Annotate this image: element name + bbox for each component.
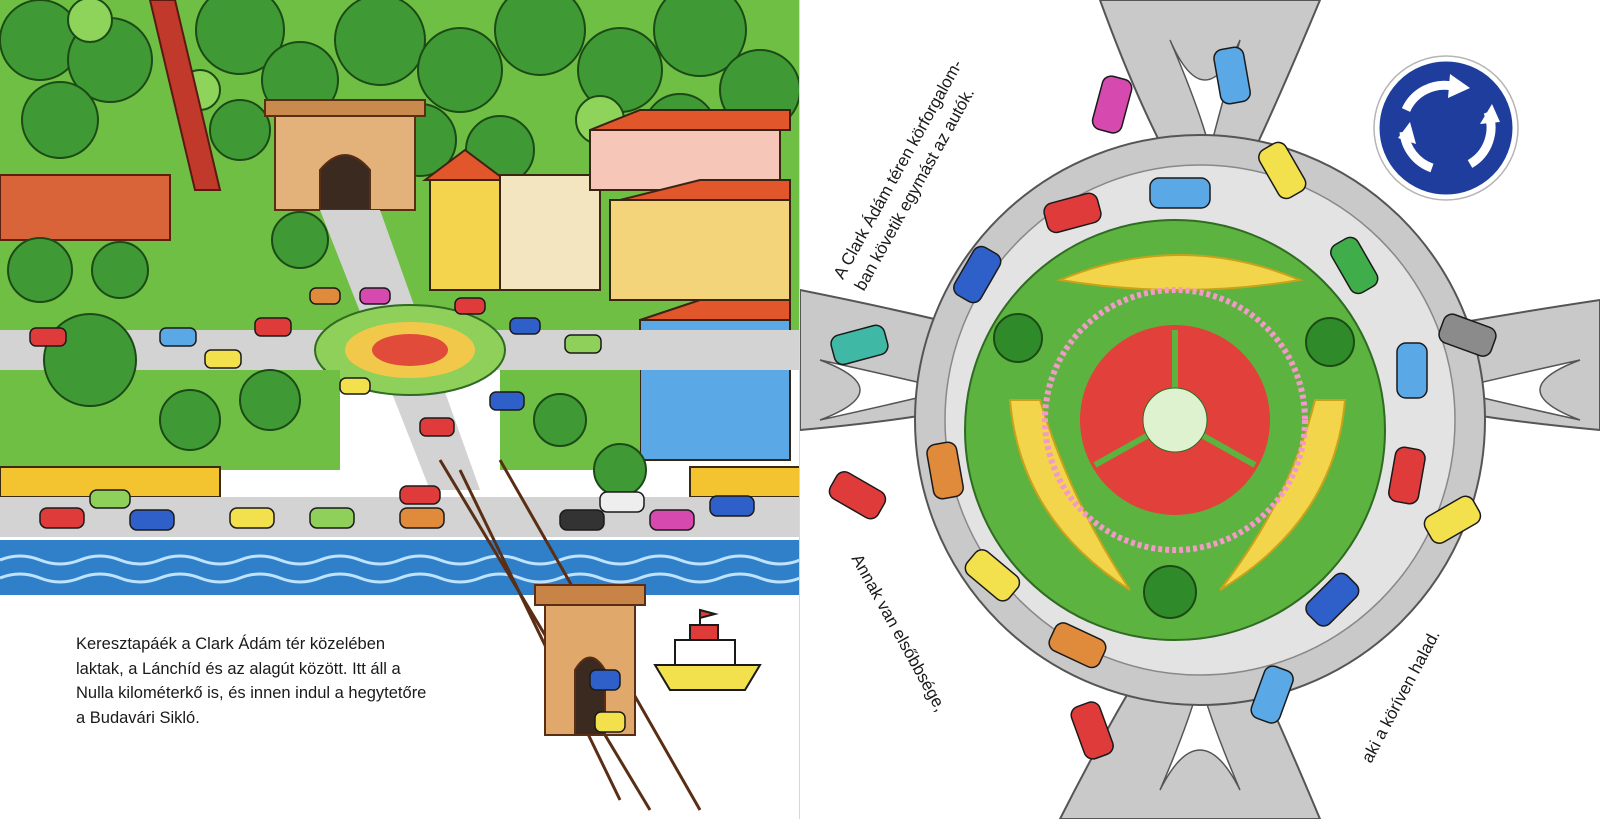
flowerbed-top <box>1056 254 1304 291</box>
story-line: Nulla kilométerkő is, és innen indul a h… <box>76 684 427 702</box>
tunnel-building <box>264 99 426 211</box>
right-page: A Clark Ádám téren körforgalom- ban köve… <box>800 0 1600 819</box>
flowerbed-pink-ring <box>1042 287 1308 553</box>
bushes <box>993 313 1355 619</box>
story-line: Keresztapáék a Clark Ádám tér közelében <box>76 635 386 653</box>
roundabout-illustration <box>800 0 1600 819</box>
ring-cars <box>828 46 1497 760</box>
cars <box>29 287 755 733</box>
roundabout-sign-icon <box>1373 55 1519 201</box>
funicular-track <box>148 0 222 191</box>
left-page: Keresztapáék a Clark Ádám tér közelében … <box>0 0 800 811</box>
story-paragraph: Keresztapáék a Clark Ádám tér közelében … <box>76 632 546 730</box>
flowerbed-left <box>1008 399 1131 591</box>
tram-right <box>689 466 800 498</box>
bridge-pillar <box>534 584 646 736</box>
boat <box>653 608 762 691</box>
traffic-islands <box>819 39 1581 791</box>
story-line: laktak, a Lánchíd és az alagút között. I… <box>76 659 401 678</box>
city-illustration <box>0 0 800 811</box>
story-line: a Budavári Sikló. <box>76 708 200 727</box>
river <box>0 540 800 595</box>
